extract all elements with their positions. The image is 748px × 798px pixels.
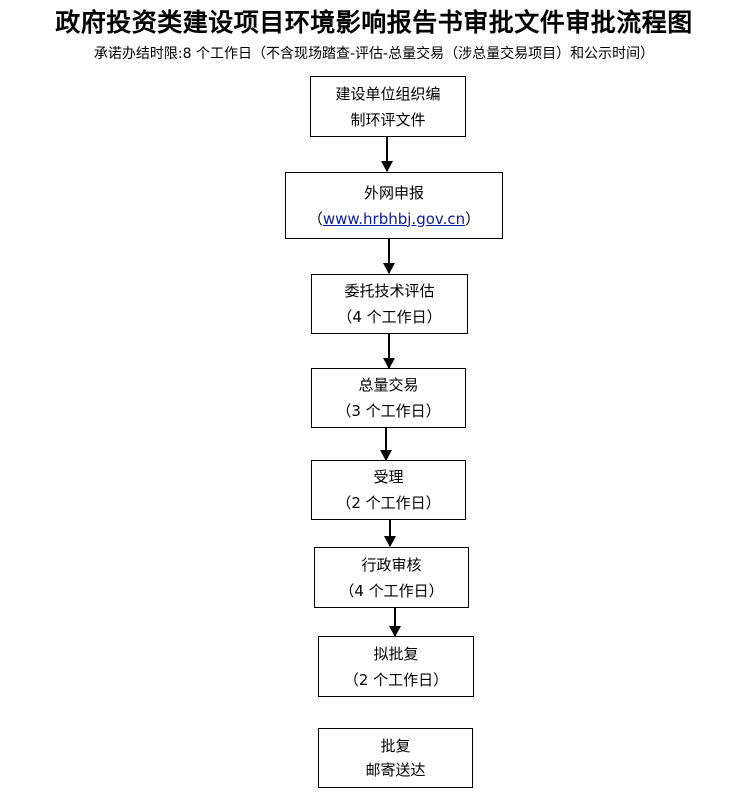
bracket-close: ） bbox=[465, 209, 481, 228]
step-label: 委托技术评估 bbox=[344, 282, 435, 300]
time-limit-note: 承诺办结时限:8 个工作日（不含现场踏查-评估-总量交易（涉总量交易项目）和公示… bbox=[93, 46, 655, 62]
step-label: 邮寄送达 bbox=[365, 761, 426, 779]
step-label: 拟批复 bbox=[373, 644, 419, 663]
step-acceptance: 受理 （2 个工作日） bbox=[311, 460, 466, 520]
step-label: 批复 bbox=[380, 737, 411, 755]
step-label: 总量交易 bbox=[358, 376, 419, 394]
flow-arrow bbox=[381, 137, 393, 172]
step-prepare-eia-document: 建设单位组织编 制环评文件 bbox=[310, 76, 466, 137]
step-technical-assessment: 委托技术评估 （4 个工作日） bbox=[311, 274, 468, 334]
step-draft-approval: 拟批复 （2 个工作日） bbox=[318, 636, 474, 697]
step-duration: （2 个工作日） bbox=[336, 494, 441, 512]
step-label: 外网申报 bbox=[363, 183, 424, 202]
bracket-open: （ bbox=[307, 209, 323, 228]
step-online-application: 外网申报 （www.hrbhbj.gov.cn） bbox=[285, 172, 503, 239]
flow-arrow bbox=[383, 239, 395, 274]
step-duration: （2 个工作日） bbox=[343, 670, 449, 689]
step-duration: （4 个工作日） bbox=[337, 308, 442, 326]
flow-arrow bbox=[389, 608, 401, 637]
step-administrative-review: 行政审核 （4 个工作日） bbox=[314, 547, 469, 608]
flow-arrow bbox=[384, 520, 396, 547]
step-label: （www.hrbhbj.gov.cn） bbox=[308, 206, 480, 232]
step-total-quantity-trading: 总量交易 （3 个工作日） bbox=[311, 368, 466, 428]
step-label: 受理 bbox=[373, 468, 404, 486]
flow-arrow bbox=[380, 428, 392, 461]
step-label: 建设单位组织编 bbox=[335, 84, 441, 103]
step-duration: （4 个工作日） bbox=[339, 581, 444, 600]
application-website-link[interactable]: www.hrbhbj.gov.cn bbox=[322, 209, 466, 228]
step-approval-mailing: 批复 邮寄送达 bbox=[318, 728, 473, 788]
step-duration: （3 个工作日） bbox=[336, 402, 441, 420]
step-label: 行政审核 bbox=[361, 555, 422, 574]
step-label: 制环评文件 bbox=[350, 110, 426, 129]
page-title: 政府投资类建设项目环境影响报告书审批文件审批流程图 bbox=[55, 8, 693, 37]
flow-arrow bbox=[383, 334, 395, 369]
